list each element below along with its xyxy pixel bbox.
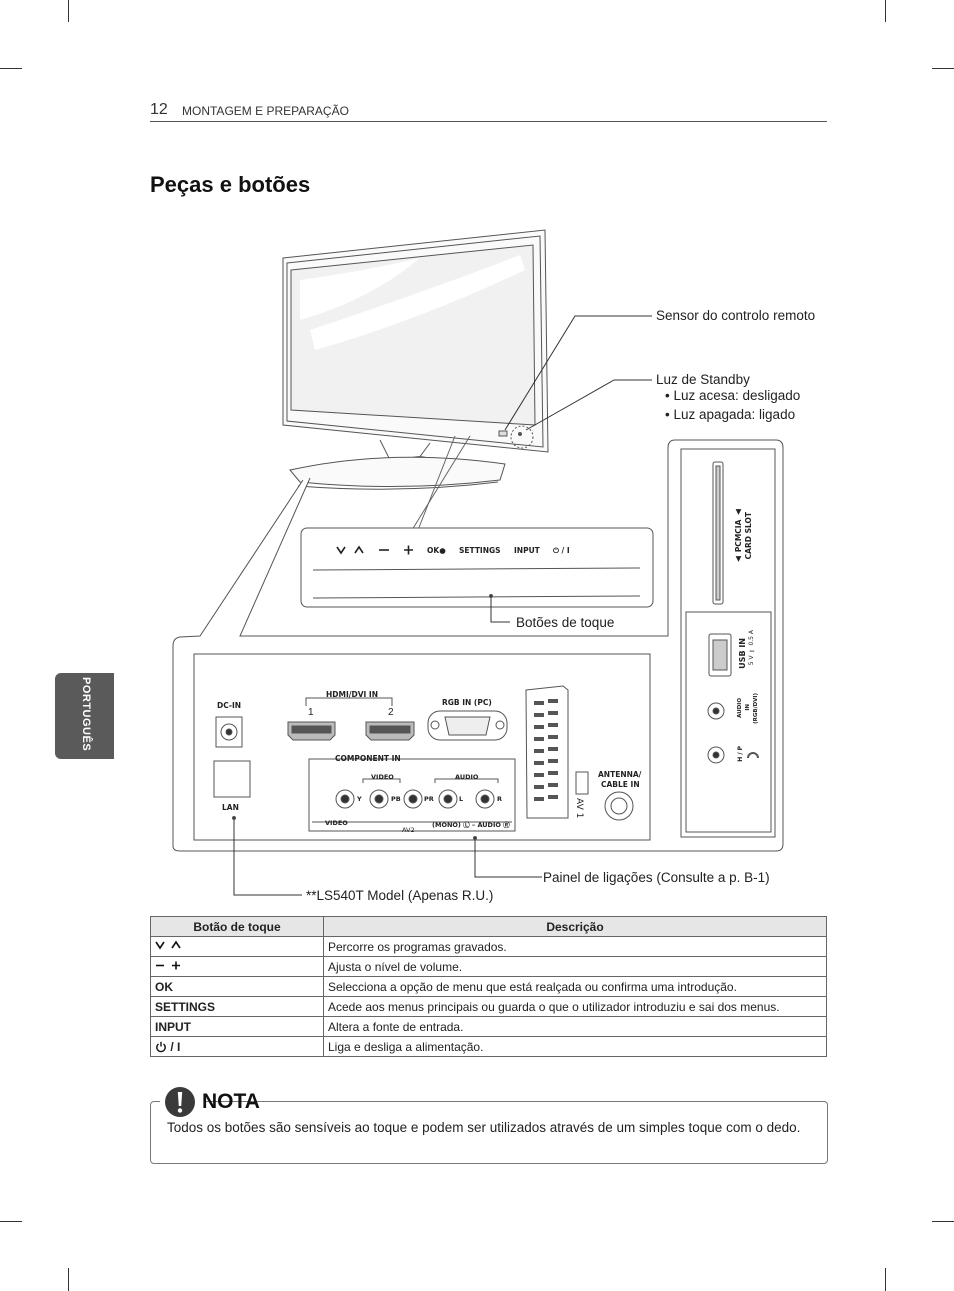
power-icon	[156, 1041, 166, 1052]
dc-in-label: DC-IN	[217, 701, 242, 710]
minus-plus-icon	[150, 956, 324, 977]
av1-label: AV 1	[574, 798, 584, 819]
language-tab: PORTUGUÊS	[55, 673, 114, 759]
table-row: SETTINGS Acede aos menus principais ou g…	[150, 996, 827, 1017]
crop-mark	[885, 0, 886, 22]
antenna-label-2: CABLE IN	[601, 780, 640, 789]
table-cell: Ajusta o nível de volume.	[323, 956, 827, 977]
connection-panel-label: Painel de ligações (Consulte a p. B-1)	[543, 870, 770, 885]
usb-label: USB IN	[738, 638, 747, 669]
table-row: OK Selecciona a opção de menu que está r…	[150, 976, 827, 997]
touch-buttons-label: Botões de toque	[516, 615, 615, 630]
pcmcia-label-2: CARD SLOT	[744, 512, 753, 560]
input-button-label: INPUT	[514, 546, 540, 555]
video-bottom-label: VIDEO	[325, 819, 348, 827]
audio-in-label-2: IN	[745, 704, 751, 711]
exclamation-icon	[165, 1087, 195, 1117]
component-video-label: VIDEO	[371, 773, 394, 781]
audio-in-label-1: AUDIO	[737, 698, 743, 718]
tv-diagram	[172, 229, 784, 896]
lan-label: LAN	[222, 803, 239, 812]
crop-mark	[932, 1221, 954, 1222]
table-cell: / I	[150, 1036, 324, 1057]
note-box	[150, 1101, 828, 1164]
crop-mark	[68, 1268, 69, 1291]
power-button-label: ⏻ / I	[553, 546, 570, 555]
headphone-label: H / P	[737, 746, 744, 762]
standby-on-text: • Luz acesa: desligado	[665, 388, 801, 403]
touch-button-table: Botão de toque Descrição Percorre os pro…	[150, 916, 827, 1057]
hdmi-label: HDMI/DVI IN	[326, 690, 378, 699]
pr-label: PR	[424, 795, 434, 803]
table-header-row: Botão de toque Descrição	[150, 916, 827, 937]
table-row: INPUT Altera a fonte de entrada.	[150, 1016, 827, 1037]
table-header: Descrição	[323, 916, 827, 937]
table-row: Percorre os programas gravados.	[150, 936, 827, 957]
settings-button-label: SETTINGS	[459, 546, 501, 555]
crop-mark	[0, 1221, 22, 1222]
hdmi-2-label: 2	[388, 707, 394, 718]
r-label: R	[497, 795, 503, 803]
rgb-label: RGB IN (PC)	[442, 698, 492, 707]
table-cell: Acede aos menus principais ou guarda o q…	[323, 996, 827, 1017]
power-row-label: / I	[170, 1039, 181, 1054]
standby-label: Luz de Standby	[656, 372, 750, 387]
ls540t-label: **LS540T Model (Apenas R.U.)	[306, 888, 494, 903]
chevron-up-down-icon	[150, 936, 324, 957]
l-label: L	[459, 795, 464, 803]
note-text: Todos os botões são sensíveis ao toque e…	[167, 1120, 801, 1135]
pcmcia-label-1: ▲ PCMCIA ▲	[734, 508, 743, 564]
crop-mark	[885, 1268, 886, 1291]
note-header	[160, 1086, 204, 1123]
crop-mark	[0, 68, 22, 69]
ok-button-label: OK●	[427, 546, 446, 555]
table-cell: SETTINGS	[150, 996, 324, 1017]
hdmi-1-label: 1	[308, 707, 314, 718]
remote-sensor-label: Sensor do controlo remoto	[656, 308, 816, 323]
table-cell: Altera a fonte de entrada.	[323, 1016, 827, 1037]
antenna-label-1: ANTENNA/	[598, 770, 642, 779]
table-cell: OK	[150, 976, 324, 997]
page-number: 12	[150, 101, 168, 118]
header-rule	[150, 121, 827, 122]
table-cell: Percorre os programas gravados.	[323, 936, 827, 957]
av2-label: AV2	[402, 826, 415, 834]
table-header: Botão de toque	[150, 916, 324, 937]
y-label: Y	[357, 795, 362, 803]
component-label: COMPONENT IN	[335, 754, 401, 763]
mono-audio-label: (MONO) Ⓛ – AUDIO Ⓡ	[432, 821, 510, 829]
table-cell: Liga e desliga a alimentação.	[323, 1036, 827, 1057]
usb-rating-label: 5 V ⎓ 0.5 A	[748, 630, 755, 666]
pb-label: PB	[391, 795, 401, 803]
table-row: / I Liga e desliga a alimentação.	[150, 1036, 827, 1057]
crop-mark	[932, 68, 954, 69]
table-cell: INPUT	[150, 1016, 324, 1037]
note-title: NOTA	[202, 1090, 260, 1113]
page-title: Peças e botões	[150, 172, 311, 197]
crop-mark	[68, 0, 69, 22]
table-cell: Selecciona a opção de menu que está real…	[323, 976, 827, 997]
table-row: Ajusta o nível de volume.	[150, 956, 827, 977]
component-audio-label: AUDIO	[455, 773, 479, 781]
standby-off-text: • Luz apagada: ligado	[665, 407, 796, 422]
section-title: MONTAGEM E PREPARAÇÃO	[182, 104, 349, 118]
audio-in-label-3: (RGB/DVI)	[753, 693, 759, 724]
